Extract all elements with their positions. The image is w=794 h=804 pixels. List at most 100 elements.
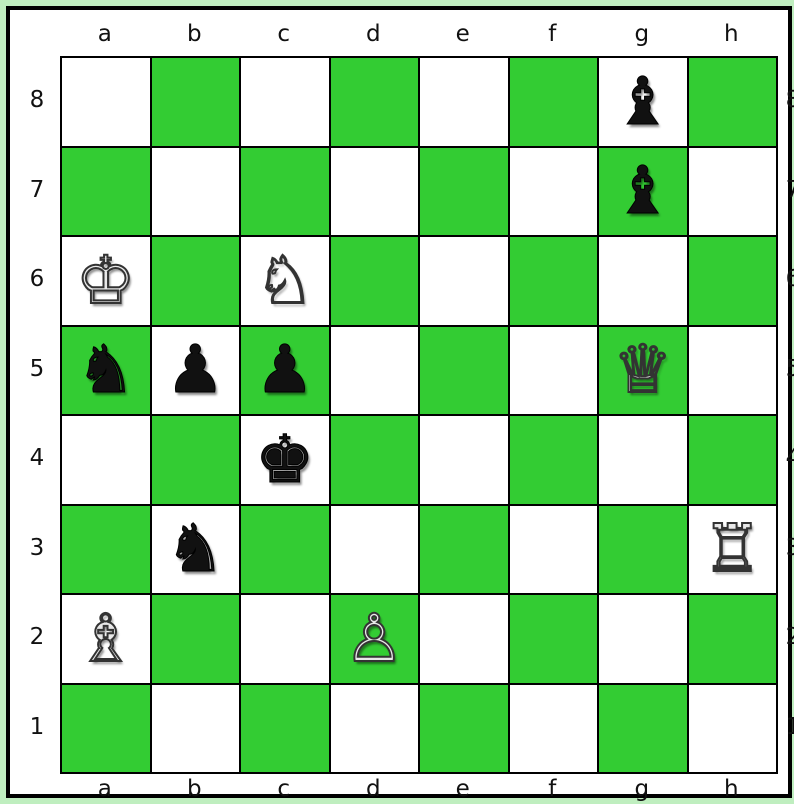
- square-f6[interactable]: [509, 236, 599, 326]
- black-knight-icon[interactable]: ♞: [166, 516, 225, 582]
- file-label-e-top: e: [418, 19, 508, 49]
- rank-label-7-right: 7: [778, 146, 794, 236]
- square-e2[interactable]: [419, 594, 509, 684]
- square-b3[interactable]: ♞: [151, 505, 241, 595]
- white-king-icon[interactable]: ♔: [76, 248, 135, 314]
- square-f1[interactable]: [509, 684, 599, 774]
- square-b1[interactable]: [151, 684, 241, 774]
- square-g5[interactable]: ♕: [598, 326, 688, 416]
- rank-label-7-left: 7: [22, 146, 52, 236]
- file-label-a-bottom: a: [60, 774, 150, 804]
- square-g3[interactable]: [598, 505, 688, 595]
- black-king-icon[interactable]: ♚: [255, 427, 314, 493]
- rank-label-4-left: 4: [22, 414, 52, 504]
- square-h4[interactable]: [688, 415, 778, 505]
- file-label-h-top: h: [687, 19, 777, 49]
- square-e4[interactable]: [419, 415, 509, 505]
- square-b2[interactable]: [151, 594, 241, 684]
- square-c5[interactable]: ♟: [240, 326, 330, 416]
- black-knight-icon[interactable]: ♞: [76, 337, 135, 403]
- square-g8[interactable]: ♝: [598, 57, 688, 147]
- square-b6[interactable]: [151, 236, 241, 326]
- file-label-g-bottom: g: [597, 774, 687, 804]
- chess-board: ♝ ♝ ♔ ♘ ♞ ♟ ♟ ♕ ♚ ♞ ♖ ♗ ♙: [60, 56, 778, 774]
- square-g4[interactable]: [598, 415, 688, 505]
- square-d1[interactable]: [330, 684, 420, 774]
- square-h2[interactable]: [688, 594, 778, 684]
- square-d6[interactable]: [330, 236, 420, 326]
- file-label-c-bottom: c: [239, 774, 329, 804]
- square-a5[interactable]: ♞: [61, 326, 151, 416]
- square-d2[interactable]: ♙: [330, 594, 420, 684]
- file-label-d-bottom: d: [329, 774, 419, 804]
- square-e7[interactable]: [419, 147, 509, 237]
- square-a7[interactable]: [61, 147, 151, 237]
- file-label-h-bottom: h: [687, 774, 777, 804]
- square-a6[interactable]: ♔: [61, 236, 151, 326]
- square-c3[interactable]: [240, 505, 330, 595]
- square-g6[interactable]: [598, 236, 688, 326]
- square-d5[interactable]: [330, 326, 420, 416]
- black-bishop-icon[interactable]: ♝: [613, 158, 672, 224]
- black-pawn-icon[interactable]: ♟: [166, 337, 225, 403]
- file-label-g-top: g: [597, 19, 687, 49]
- square-f5[interactable]: [509, 326, 599, 416]
- file-label-a-top: a: [60, 19, 150, 49]
- rank-label-2-right: 2: [778, 593, 794, 683]
- rank-label-5-right: 5: [778, 325, 794, 415]
- square-b7[interactable]: [151, 147, 241, 237]
- square-f8[interactable]: [509, 57, 599, 147]
- rank-label-1-left: 1: [22, 683, 52, 773]
- square-a4[interactable]: [61, 415, 151, 505]
- square-c8[interactable]: [240, 57, 330, 147]
- square-h6[interactable]: [688, 236, 778, 326]
- rank-label-6-left: 6: [22, 235, 52, 325]
- square-f2[interactable]: [509, 594, 599, 684]
- square-h7[interactable]: [688, 147, 778, 237]
- black-bishop-icon[interactable]: ♝: [613, 69, 672, 135]
- white-rook-icon[interactable]: ♖: [703, 516, 762, 582]
- rank-label-8-left: 8: [22, 56, 52, 146]
- square-h1[interactable]: [688, 684, 778, 774]
- white-queen-icon[interactable]: ♕: [613, 337, 672, 403]
- square-c4[interactable]: ♚: [240, 415, 330, 505]
- square-e5[interactable]: [419, 326, 509, 416]
- square-d4[interactable]: [330, 415, 420, 505]
- square-c1[interactable]: [240, 684, 330, 774]
- square-e8[interactable]: [419, 57, 509, 147]
- file-label-c-top: c: [239, 19, 329, 49]
- square-h3[interactable]: ♖: [688, 505, 778, 595]
- square-d3[interactable]: [330, 505, 420, 595]
- square-c6[interactable]: ♘: [240, 236, 330, 326]
- white-knight-icon[interactable]: ♘: [255, 248, 314, 314]
- square-f3[interactable]: [509, 505, 599, 595]
- square-a2[interactable]: ♗: [61, 594, 151, 684]
- square-f7[interactable]: [509, 147, 599, 237]
- square-e6[interactable]: [419, 236, 509, 326]
- square-a3[interactable]: [61, 505, 151, 595]
- file-label-e-bottom: e: [418, 774, 508, 804]
- square-b4[interactable]: [151, 415, 241, 505]
- square-h5[interactable]: [688, 326, 778, 416]
- square-c2[interactable]: [240, 594, 330, 684]
- square-b8[interactable]: [151, 57, 241, 147]
- white-pawn-icon[interactable]: ♙: [345, 606, 404, 672]
- black-pawn-icon[interactable]: ♟: [255, 337, 314, 403]
- square-c7[interactable]: [240, 147, 330, 237]
- square-g7[interactable]: ♝: [598, 147, 688, 237]
- square-g2[interactable]: [598, 594, 688, 684]
- white-bishop-icon[interactable]: ♗: [76, 606, 135, 672]
- file-label-b-bottom: b: [150, 774, 240, 804]
- square-e1[interactable]: [419, 684, 509, 774]
- square-b5[interactable]: ♟: [151, 326, 241, 416]
- square-d7[interactable]: [330, 147, 420, 237]
- square-f4[interactable]: [509, 415, 599, 505]
- rank-label-5-left: 5: [22, 325, 52, 415]
- square-g1[interactable]: [598, 684, 688, 774]
- rank-label-2-left: 2: [22, 593, 52, 683]
- square-e3[interactable]: [419, 505, 509, 595]
- square-a1[interactable]: [61, 684, 151, 774]
- square-d8[interactable]: [330, 57, 420, 147]
- square-h8[interactable]: [688, 57, 778, 147]
- square-a8[interactable]: [61, 57, 151, 147]
